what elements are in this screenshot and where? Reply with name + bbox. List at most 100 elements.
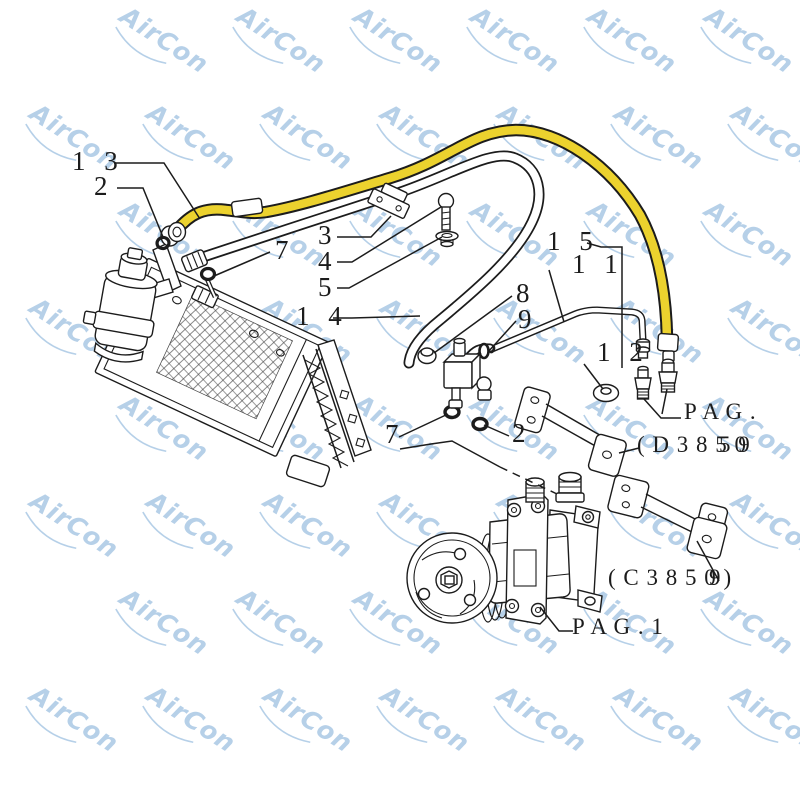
watermark-logo: AirCon xyxy=(725,291,800,371)
compressor xyxy=(406,471,603,625)
svg-text:AirCon: AirCon xyxy=(608,679,709,759)
label-5: 5 xyxy=(318,272,338,302)
t-connector xyxy=(417,337,495,409)
receiver-drier xyxy=(82,247,158,363)
watermark-logo: AirCon xyxy=(698,194,799,274)
svg-text:AirCon: AirCon xyxy=(140,485,241,565)
svg-text:AirCon: AirCon xyxy=(23,679,124,759)
svg-text:AirCon: AirCon xyxy=(230,0,331,79)
svg-text:AirCon: AirCon xyxy=(23,485,124,565)
watermark-logo: AirCon xyxy=(113,0,214,79)
leader-lines xyxy=(114,162,720,632)
leader-2a xyxy=(117,187,164,238)
condenser-radiator xyxy=(94,243,372,488)
page-ref-side: P A G . xyxy=(684,399,757,424)
o-ring-2b xyxy=(471,416,489,432)
watermark-logo: AirCon xyxy=(257,679,358,759)
leader-7a xyxy=(213,251,271,277)
watermark-logo: AirCon xyxy=(230,0,331,79)
leader-bracket-lower xyxy=(696,540,720,582)
svg-text:AirCon: AirCon xyxy=(374,679,475,759)
svg-text:AirCon: AirCon xyxy=(698,0,799,79)
svg-text:AirCon: AirCon xyxy=(113,0,214,79)
label-3: 3 xyxy=(318,220,338,250)
discharge-port xyxy=(555,471,585,503)
threaded-fitting-a xyxy=(634,365,652,400)
watermark-logo: AirCon xyxy=(608,97,709,177)
leader-compressor xyxy=(399,440,501,468)
svg-text:AirCon: AirCon xyxy=(230,582,331,662)
bolt-4 xyxy=(437,192,455,231)
suction-hose xyxy=(194,150,545,369)
leader-9 xyxy=(487,320,517,353)
watermark-logo: AirCon xyxy=(23,485,124,565)
side-fins xyxy=(285,339,372,488)
leader-pag-v1 xyxy=(643,398,681,419)
radiator-bracket xyxy=(152,243,182,293)
watermark-logo: AirCon xyxy=(464,0,565,79)
washer-nut-5 xyxy=(435,230,459,248)
svg-text:AirCon: AirCon xyxy=(698,194,799,274)
svg-text:AirCon: AirCon xyxy=(113,582,214,662)
svg-text:AirCon: AirCon xyxy=(140,97,241,177)
banjo-fitting xyxy=(476,376,492,392)
part-code-d3850: ( D 3 8 5 0 xyxy=(637,432,747,457)
label-9: 9 xyxy=(518,304,538,334)
leader-pag-bottom xyxy=(539,606,573,632)
svg-text:AirCon: AirCon xyxy=(608,97,709,177)
watermark-logo: AirCon xyxy=(608,679,709,759)
svg-text:AirCon: AirCon xyxy=(347,0,448,79)
watermark-logo: AirCon xyxy=(23,679,124,759)
label-7a: 7 xyxy=(275,235,295,265)
hose-inlet-fitting xyxy=(181,249,218,299)
label-4: 4 xyxy=(318,246,338,276)
o-ring-7a xyxy=(199,266,217,282)
label-13: 1 3 xyxy=(72,146,124,176)
hose-clamp-9 xyxy=(478,342,490,360)
watermark-logo: AirCon xyxy=(230,582,331,662)
svg-text:AirCon: AirCon xyxy=(581,0,682,79)
svg-text:AirCon: AirCon xyxy=(140,679,241,759)
o-ring-2a xyxy=(155,235,171,251)
label-11: 1 1 xyxy=(572,249,624,279)
grommet-12 xyxy=(592,383,620,403)
watermark-logo: AirCon xyxy=(725,679,800,759)
label-2a: 2 xyxy=(94,171,114,201)
leader-8 xyxy=(433,295,513,354)
mounting-bracket-upper xyxy=(514,386,627,477)
label-12: 1 2 xyxy=(597,337,649,367)
svg-text:AirCon: AirCon xyxy=(464,0,565,79)
svg-text:AirCon: AirCon xyxy=(257,679,358,759)
hose-sleeve xyxy=(230,197,264,218)
suction-port xyxy=(525,477,545,503)
page-ref-bottom: P A G . 1 xyxy=(572,614,664,639)
watermark-logo: AirCon xyxy=(374,679,475,759)
part-code-c3850-ghost: 9 xyxy=(709,565,722,590)
leader-compressor-dashed xyxy=(499,466,558,495)
mounting-bracket-lower xyxy=(607,474,729,560)
leader-13 xyxy=(114,162,201,220)
svg-text:AirCon: AirCon xyxy=(257,485,358,565)
label-14: 1 4 xyxy=(296,301,348,331)
leader-7b xyxy=(398,413,449,438)
yellow-hose-highlight xyxy=(160,123,680,366)
watermark-logo: AirCon xyxy=(257,485,358,565)
watermark-logo: AirCon xyxy=(140,485,241,565)
watermark-logo: AirCon xyxy=(140,97,241,177)
watermark-logo: AirCon xyxy=(347,0,448,79)
label-8: 8 xyxy=(516,278,536,308)
watermark-logo: AirCon xyxy=(257,97,358,177)
page-references: P A G . ( D 3 8 5 0 5 9 ( C 3 8 5 0 ) 9 … xyxy=(572,399,757,639)
pipe-clamp-3 xyxy=(367,182,410,219)
label-2b: 2 xyxy=(512,418,532,448)
leader-5 xyxy=(337,236,443,289)
watermark-logo: AirCon xyxy=(581,0,682,79)
watermark-logo: AirCon xyxy=(725,97,800,177)
watermark-logo: AirCon xyxy=(140,679,241,759)
callout-labels: 1 3 2 3 4 5 7 1 4 8 9 1 5 1 1 1 2 7 2 xyxy=(72,146,649,449)
threaded-fitting-b xyxy=(658,358,678,393)
watermark-logo: AirCon xyxy=(725,485,800,565)
leader-2b xyxy=(483,424,510,437)
label-7b: 7 xyxy=(385,419,405,449)
